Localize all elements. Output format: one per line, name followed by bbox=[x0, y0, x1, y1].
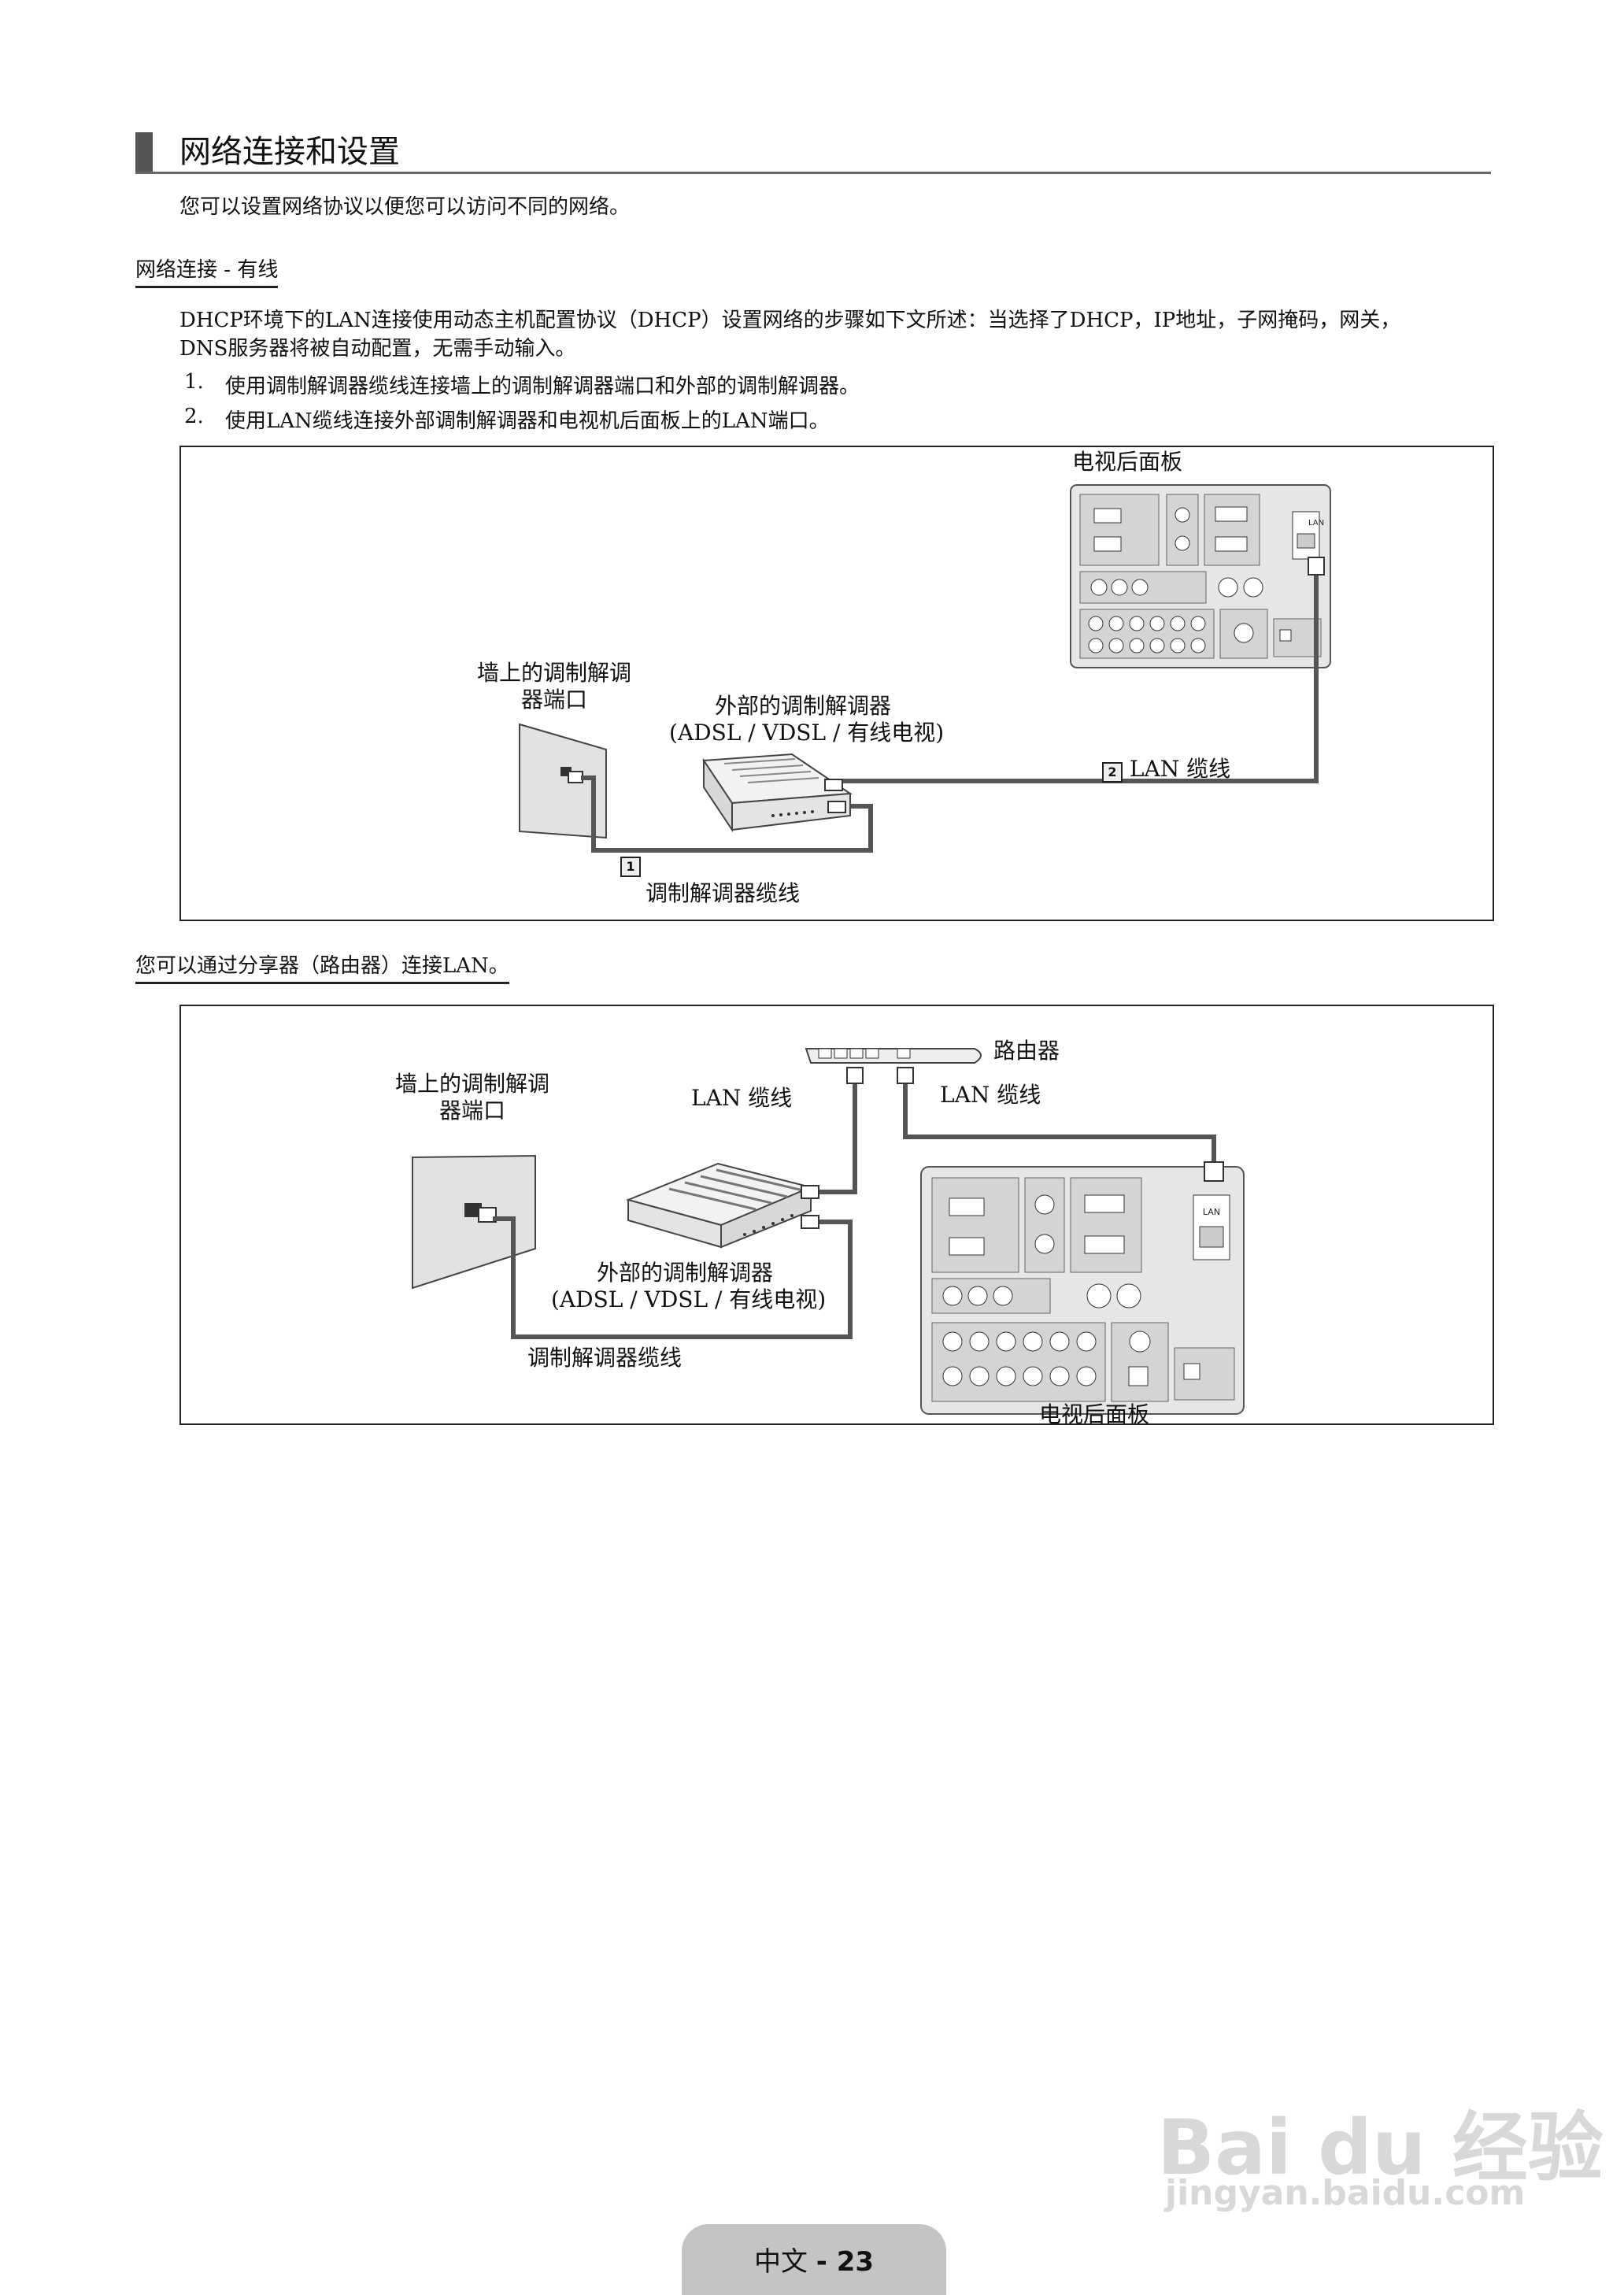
wall-port-label-1b: 器端口 bbox=[468, 687, 641, 713]
modem-cable-label-1: 调制解调器缆线 bbox=[646, 880, 800, 907]
lan-cable-label-1: 2 LAN 缆线 bbox=[1102, 756, 1230, 783]
step-2-text: 使用LAN缆线连接外部调制解调器和电视机后面板上的LAN端口。 bbox=[225, 405, 830, 434]
step-2-number: 2. bbox=[184, 405, 204, 428]
tv-panel-label-2: 电视后面板 bbox=[1039, 1401, 1197, 1428]
lan-cable-label-2b: LAN 缆线 bbox=[940, 1082, 1041, 1109]
lan-cable-label-2a: LAN 缆线 bbox=[691, 1085, 792, 1112]
wired-desc-line2: DNS服务器将被自动配置，无需手动输入。 bbox=[179, 332, 575, 361]
router-diagram: LAN 路由器 墙上的调制解调 器端口 LAN 缆线 LAN 缆线 外部的调制解… bbox=[179, 1005, 1494, 1425]
tv-lan-port-text-2: LAN bbox=[1203, 1207, 1220, 1217]
section-title: 网络连接和设置 bbox=[179, 126, 400, 172]
wired-heading: 网络连接 - 有线 bbox=[135, 254, 278, 288]
wall-port-label-2a: 墙上的调制解调 bbox=[386, 1071, 559, 1098]
wired-diagram-drawing: LAN bbox=[181, 447, 1493, 920]
wall-port-label-2b: 器端口 bbox=[386, 1098, 559, 1124]
step-1-number: 1. bbox=[184, 370, 204, 394]
lan-cable-text-1: LAN 缆线 bbox=[1130, 756, 1230, 782]
modem-label-1a: 外部的调制解调器 bbox=[669, 693, 937, 720]
router-graphic bbox=[806, 1049, 981, 1063]
modem-graphic-2 bbox=[628, 1164, 811, 1247]
router-diagram-drawing: LAN bbox=[181, 1006, 1493, 1423]
modem-label-2a: 外部的调制解调器 bbox=[551, 1260, 819, 1286]
modem-graphic-1 bbox=[704, 754, 850, 830]
wired-desc-line1: DHCP环境下的LAN连接使用动态主机配置协议（DHCP）设置网络的步骤如下文所… bbox=[179, 304, 1400, 333]
step-1-text: 使用调制解调器缆线连接墙上的调制解调器端口和外部的调制解调器。 bbox=[225, 370, 860, 399]
section-intro: 您可以设置网络协议以便您可以访问不同的网络。 bbox=[179, 191, 630, 220]
modem-cable-label-2: 调制解调器缆线 bbox=[527, 1345, 682, 1371]
section-marker bbox=[135, 132, 153, 172]
modem-label-1b: (ADSL / VDSL / 有线电视) bbox=[669, 720, 937, 746]
footer-lang: 中文 bbox=[754, 2246, 808, 2278]
wall-plate-2 bbox=[412, 1156, 535, 1288]
tv-panel-label-1: 电视后面板 bbox=[1072, 449, 1230, 476]
lan-cable-number-box: 2 bbox=[1102, 762, 1123, 783]
tv-back-panel-graphic bbox=[1071, 485, 1330, 668]
router-label: 路由器 bbox=[993, 1038, 1060, 1064]
section-rule bbox=[135, 172, 1491, 174]
modem-label-2b: (ADSL / VDSL / 有线电视) bbox=[551, 1286, 819, 1313]
footer-page-number: - 23 bbox=[816, 2246, 874, 2278]
wired-diagram: LAN 电视后面板 墙上的调制解调 器端口 外部的调制解调器 (ADSL / V… bbox=[179, 446, 1494, 921]
modem-cable-number-box: 1 bbox=[620, 857, 641, 877]
router-modem-cable bbox=[817, 1082, 855, 1192]
tv-back-panel-graphic-2 bbox=[921, 1167, 1244, 1414]
wall-port-label-1a: 墙上的调制解调 bbox=[468, 660, 641, 687]
modem-cable-number-wrap: 1 bbox=[620, 857, 641, 877]
footer-page-label: 中文 - 23 bbox=[682, 2240, 946, 2278]
watermark-url: jingyan.baidu.com bbox=[1165, 2173, 1525, 2213]
router-heading: 您可以通过分享器（路由器）连接LAN。 bbox=[135, 949, 509, 984]
tv-lan-port-text-1: LAN bbox=[1308, 519, 1324, 527]
